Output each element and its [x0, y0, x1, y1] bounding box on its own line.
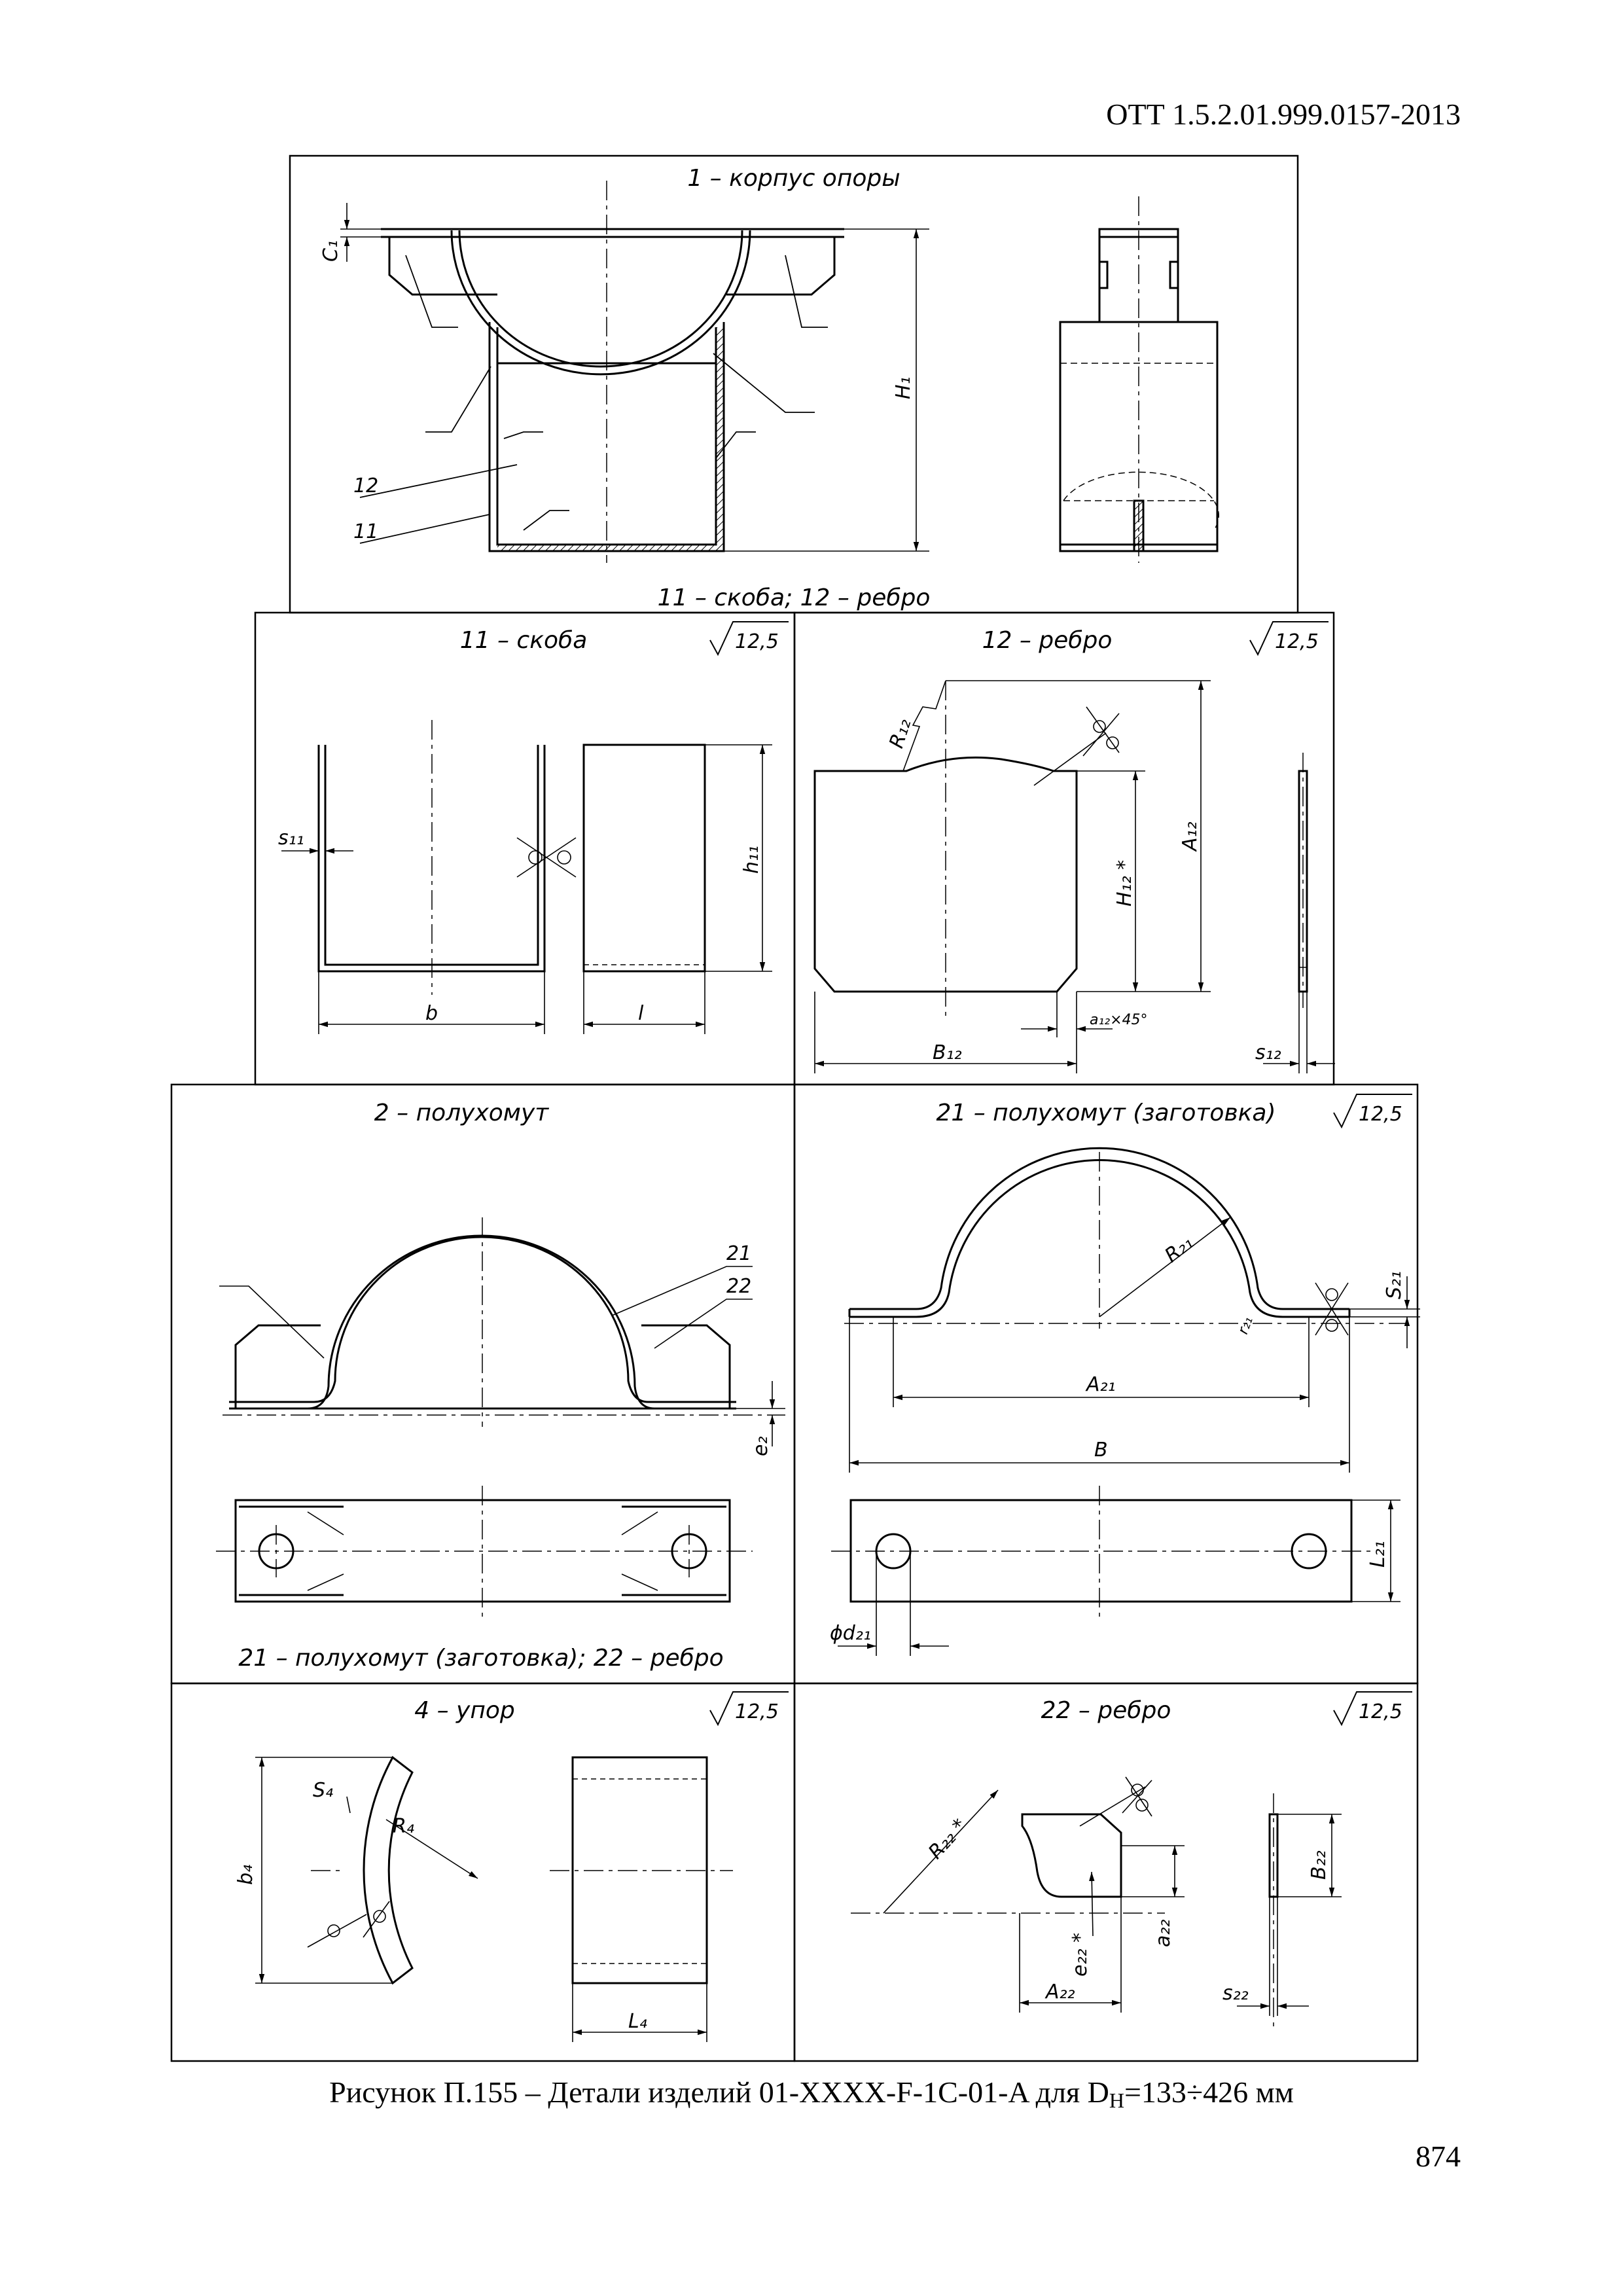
panel-2-footer: 21 – полухомут (заготовка); 22 – ребро	[238, 1645, 723, 1672]
label-r21-small: r₂₁	[1235, 1314, 1257, 1336]
label-s21: S₂₁	[1383, 1271, 1406, 1299]
page-number: 874	[1416, 2140, 1461, 2173]
roughness-mark-12: 12,5	[1249, 621, 1329, 656]
label-l21: L₂₁	[1366, 1541, 1389, 1568]
label-d21: ϕd₂₁	[830, 1622, 871, 1645]
label-r4: R₄	[393, 1815, 414, 1838]
label-h11: h₁₁	[740, 846, 763, 874]
roughness-mark-4: 12,5	[709, 1691, 789, 1727]
panel-21-title: 21 – полухомут (заготовка)	[936, 1100, 1275, 1126]
label-r21: R₂₁	[1160, 1231, 1198, 1267]
label-b4: b₄	[234, 1865, 257, 1885]
label-h12: H₁₂ *	[1113, 860, 1136, 906]
label-r22: R₂₂ *	[924, 1814, 971, 1863]
panel-frame-22	[793, 1682, 1419, 2062]
panel-12-rib: 12 – ребро 12,5	[813, 621, 1335, 1073]
label-s22: s₂₂	[1222, 1982, 1249, 2005]
panel-1-support-body: 1 – корпус опоры 11 – скоба; 12 – ребро	[319, 165, 1219, 611]
label-a22-len: A₂₂	[1044, 1981, 1075, 2003]
panel-2-title: 2 – полухомут	[374, 1100, 549, 1126]
label-s4: S₄	[313, 1779, 333, 1802]
label-s12: s₁₂	[1255, 1041, 1281, 1064]
label-r12: R₁₂	[885, 716, 916, 751]
panel-4-title: 4 – упор	[414, 1697, 515, 1724]
svg-text:12,5: 12,5	[735, 630, 779, 653]
roughness-mark-22: 12,5	[1333, 1691, 1412, 1727]
roughness-mark-11: 12,5	[709, 621, 789, 656]
panel-11-bracket: 11 – скоба 12,5 s	[278, 621, 789, 1034]
label-b-blank: B	[1094, 1439, 1108, 1462]
label-22: 22	[726, 1275, 751, 1298]
svg-text:12,5: 12,5	[1359, 1700, 1402, 1723]
panel-1-footer: 11 – скоба; 12 – ребро	[658, 584, 931, 611]
label-11: 11	[353, 520, 378, 543]
label-l: l	[638, 1002, 644, 1025]
label-b22: B₂₂	[1308, 1850, 1330, 1880]
svg-text:12,5: 12,5	[1359, 1103, 1402, 1126]
panel-frame-2	[170, 1083, 796, 1685]
panel-1-title: 1 – корпус опоры	[687, 165, 900, 192]
label-12: 12	[353, 475, 378, 497]
panel-11-title: 11 – скоба	[460, 627, 588, 654]
panel-frame-12	[793, 611, 1335, 1086]
label-b: b	[425, 1002, 438, 1025]
label-a22: a₂₂	[1152, 1920, 1175, 1947]
document-code: ОТТ 1.5.2.01.999.0157-2013	[1106, 98, 1461, 131]
label-21: 21	[726, 1242, 751, 1265]
label-b12: B₁₂	[933, 1041, 962, 1064]
svg-text:12,5: 12,5	[1275, 630, 1319, 653]
label-a21: A₂₁	[1085, 1373, 1116, 1396]
roughness-mark-21: 12,5	[1333, 1094, 1412, 1129]
label-s11: s₁₁	[278, 827, 304, 850]
figure-caption: Рисунок П.155 – Детали изделий 01-XXXX-F…	[329, 2075, 1294, 2112]
panel-22-rib: 22 – ребро 12,5	[851, 1691, 1412, 2029]
panel-frame-4	[170, 1682, 796, 2062]
label-e22: e₂₂ *	[1069, 1933, 1092, 1977]
svg-text:12,5: 12,5	[735, 1700, 779, 1723]
label-a12-chamfer: a₁₂×45°	[1090, 1012, 1148, 1028]
label-l4: L₄	[628, 2010, 647, 2033]
panel-22-title: 22 – ребро	[1041, 1697, 1171, 1724]
panel-2-half-clamp: 2 – полухомут 21 – полухомут (заготовка)…	[216, 1100, 785, 1672]
label-c1: C₁	[319, 240, 342, 262]
panel-4-stop: 4 – упор 12,5	[234, 1691, 789, 2042]
panel-21-half-clamp-blank: 21 – полухомут (заготовка) 12,5	[830, 1094, 1420, 1656]
label-a12: A₁₂	[1179, 821, 1202, 852]
label-e2: e₂	[749, 1437, 772, 1456]
panel-12-title: 12 – ребро	[982, 627, 1113, 654]
panel-frame-11	[254, 611, 796, 1086]
label-h1: H₁	[892, 376, 915, 399]
